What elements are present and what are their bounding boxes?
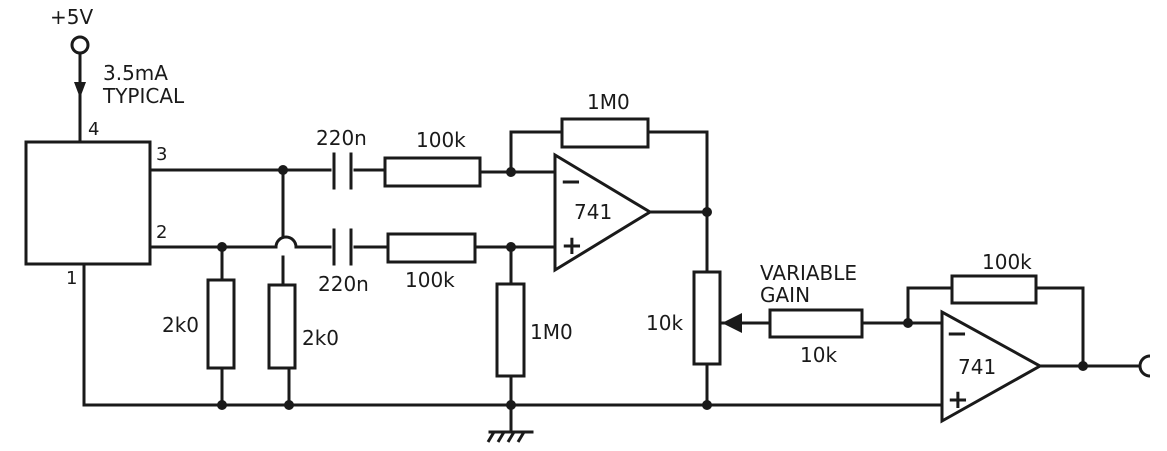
pin-1-label: 1 bbox=[66, 268, 77, 289]
resistor-feedback-1-label: 1M0 bbox=[587, 90, 630, 114]
capacitor-bottom-label: 220n bbox=[318, 272, 369, 296]
resistor-input-bottom-label: 100k bbox=[405, 268, 455, 292]
supply-label: +5V bbox=[50, 5, 93, 29]
wiper-arrow-icon bbox=[722, 313, 742, 333]
junction-dots bbox=[217, 165, 1088, 410]
current-arrow-icon bbox=[74, 82, 86, 98]
resistor-bias-left-label: 2k0 bbox=[162, 313, 199, 337]
potentiometer bbox=[692, 270, 722, 366]
opamp-first-noninverting-sign: + bbox=[561, 231, 583, 261]
opamp-first-label: 741 bbox=[574, 200, 612, 224]
opamp-second bbox=[940, 309, 1044, 424]
capacitor-bottom bbox=[332, 228, 353, 266]
pin-3-label: 3 bbox=[156, 144, 167, 165]
output-terminal bbox=[1138, 354, 1151, 378]
resistor-feedback-1 bbox=[560, 117, 650, 149]
ground-icon bbox=[486, 431, 526, 443]
resistor-bias-right bbox=[267, 283, 297, 370]
capacitor-top-label: 220n bbox=[316, 126, 367, 150]
resistor-feedback-2-label: 100k bbox=[982, 250, 1032, 274]
resistor-gain-input bbox=[768, 308, 864, 339]
resistor-gain-input-label: 10k bbox=[800, 343, 837, 367]
current-note: TYPICAL bbox=[102, 84, 185, 108]
resistor-feedback-2 bbox=[950, 274, 1038, 305]
resistor-input-bottom bbox=[386, 232, 477, 264]
opamp-second-inverting-sign: − bbox=[946, 319, 968, 349]
variable-gain-label-line-2: GAIN bbox=[760, 283, 810, 307]
sensor-block bbox=[24, 140, 152, 266]
resistor-to-ground bbox=[495, 282, 526, 378]
resistor-bias-right-label: 2k0 bbox=[302, 326, 339, 350]
opamp-first bbox=[553, 152, 653, 273]
opamp-second-label: 741 bbox=[958, 355, 996, 379]
variable-gain-label-line-1: VARIABLE bbox=[760, 261, 857, 285]
resistor-input-top-label: 100k bbox=[416, 128, 466, 152]
opamp-second-noninverting-sign: + bbox=[947, 385, 969, 415]
supply-terminal bbox=[70, 35, 90, 144]
resistor-input-top bbox=[383, 156, 482, 188]
pin-2-label: 2 bbox=[156, 222, 167, 243]
resistor-to-ground-label: 1M0 bbox=[530, 320, 573, 344]
potentiometer-label: 10k bbox=[646, 311, 683, 335]
pin-4-label: 4 bbox=[88, 119, 99, 140]
resistor-bias-left bbox=[206, 278, 236, 370]
opamp-first-inverting-sign: − bbox=[560, 167, 582, 197]
current-label: 3.5mA bbox=[103, 61, 168, 85]
capacitor-top bbox=[332, 152, 353, 190]
